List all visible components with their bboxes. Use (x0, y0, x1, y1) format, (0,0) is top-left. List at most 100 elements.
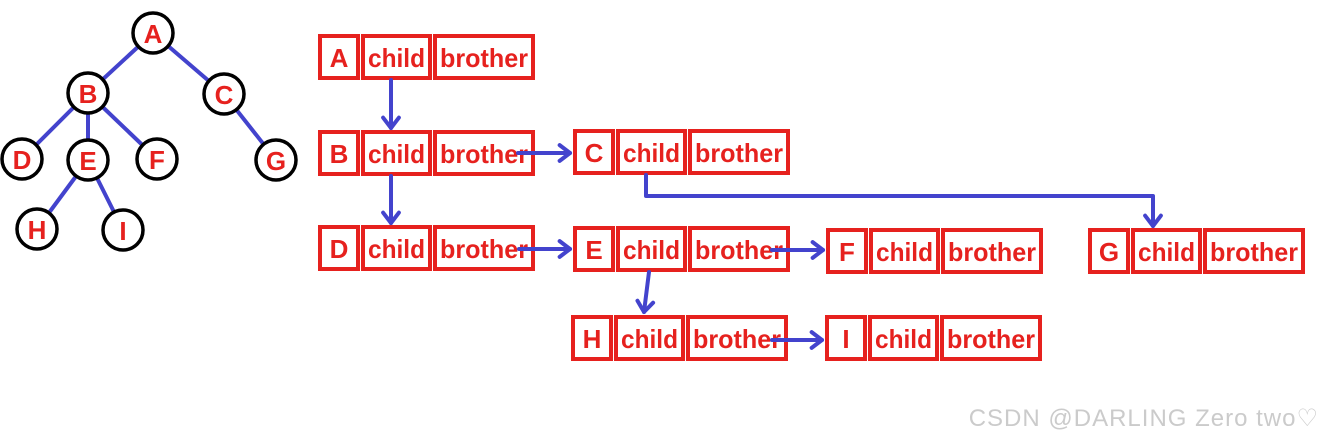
tree-node-F: F (135, 137, 179, 181)
record-cell-letter-F (826, 228, 868, 274)
arrow-B-child-to-D (381, 174, 401, 225)
record-cell-child-E (616, 226, 687, 272)
tree-node-label-B: B (79, 79, 98, 109)
arrow-E-child-to-H (635, 270, 656, 314)
tree-node-H: H (15, 207, 59, 251)
arrow-D-brother-to-E (517, 239, 572, 259)
record-cell-label-brother-A: brother (440, 43, 528, 73)
record-cell-label-letter-D: D (330, 234, 349, 264)
arrowhead-icon (381, 210, 401, 225)
record-cell-child-H (614, 315, 685, 361)
tree-node-E: E (66, 138, 110, 182)
arrow-H-brother-to-I (770, 330, 824, 350)
record-cell-brother-D (433, 225, 535, 271)
arrowhead-icon (809, 330, 824, 350)
record-cell-label-letter-G: G (1099, 237, 1119, 267)
record-cell-child-A (361, 34, 432, 80)
arrowhead-icon (381, 115, 401, 130)
record-cell-label-letter-E: E (585, 235, 602, 265)
record-cell-letter-E (573, 226, 615, 272)
record-cell-letter-G (1088, 228, 1130, 274)
record-cell-brother-G (1203, 228, 1305, 274)
tree-node-label-H: H (28, 215, 47, 245)
record-cell-child-I (868, 315, 939, 361)
record-cell-label-brother-F: brother (948, 237, 1036, 267)
arrow-line-C-child-to-G (644, 173, 1155, 228)
record-cell-brother-C (688, 129, 790, 175)
record-cell-label-letter-H: H (583, 324, 602, 354)
arrow-C-child-to-G (644, 173, 1163, 228)
tree-node-circle-B (66, 71, 110, 115)
arrowhead-icon (810, 240, 825, 260)
arrow-B-brother-to-C (516, 143, 572, 163)
tree-node-label-G: G (266, 146, 286, 176)
record-cell-label-letter-I: I (842, 324, 849, 354)
arrow-E-brother-to-F (770, 240, 825, 260)
record-cell-label-brother-B: brother (440, 139, 528, 169)
record-cell-label-child-H: child (621, 324, 678, 354)
record-cell-label-child-C: child (623, 138, 680, 168)
record-cell-letter-B (318, 130, 360, 176)
record-cell-label-letter-B: B (330, 139, 349, 169)
arrowhead-icon (635, 298, 656, 314)
record-cell-label-brother-G: brother (1210, 237, 1298, 267)
record-cell-label-brother-D: brother (440, 234, 528, 264)
record-cell-label-child-G: child (1138, 237, 1195, 267)
record-cell-letter-I (825, 315, 867, 361)
tree-node-C: C (202, 72, 246, 116)
arrow-A-child-to-B (381, 78, 401, 130)
record-cell-label-brother-H: brother (693, 324, 781, 354)
record-cell-label-child-I: child (875, 324, 932, 354)
record-cell-child-F (869, 228, 940, 274)
tree-node-circle-I (101, 208, 145, 252)
record-cell-label-brother-E: brother (695, 235, 783, 265)
record-cell-child-C (616, 129, 687, 175)
tree-node-circle-D (0, 137, 44, 181)
record-cell-brother-I (940, 315, 1042, 361)
record-cell-child-B (361, 130, 432, 176)
record-cell-label-child-A: child (368, 43, 425, 73)
record-cell-brother-H (686, 315, 788, 361)
record-cell-label-brother-I: brother (947, 324, 1035, 354)
tree-node-A: A (131, 11, 175, 55)
tree-node-I: I (101, 208, 145, 252)
record-cell-brother-A (433, 34, 535, 80)
record-cell-label-child-F: child (876, 237, 933, 267)
record-cell-label-child-E: child (623, 235, 680, 265)
tree-node-label-F: F (149, 145, 165, 175)
tree-node-circle-F (135, 137, 179, 181)
tree-node-circle-A (131, 11, 175, 55)
record-cell-letter-H (571, 315, 613, 361)
record-cell-brother-F (941, 228, 1043, 274)
record-cell-letter-D (318, 225, 360, 271)
record-cell-label-letter-F: F (839, 237, 855, 267)
tree-node-circle-C (202, 72, 246, 116)
tree-node-D: D (0, 137, 44, 181)
tree-node-label-E: E (79, 146, 96, 176)
record-cell-label-child-B: child (368, 139, 425, 169)
record-cell-label-letter-C: C (585, 138, 604, 168)
record-cell-letter-C (573, 129, 615, 175)
record-cell-letter-A (318, 34, 360, 80)
record-cell-label-letter-A: A (330, 43, 349, 73)
record-cell-label-brother-C: brother (695, 138, 783, 168)
record-cell-label-child-D: child (368, 234, 425, 264)
tree-node-circle-E (66, 138, 110, 182)
arrowhead-icon (1143, 213, 1163, 228)
arrow-line-E-child-to-H (642, 270, 651, 314)
tree-node-label-C: C (215, 80, 234, 110)
record-cell-child-G (1131, 228, 1202, 274)
tree-node-label-A: A (144, 19, 163, 49)
tree-node-circle-G (254, 138, 298, 182)
tree-node-label-I: I (119, 216, 126, 246)
tree-node-G: G (254, 138, 298, 182)
